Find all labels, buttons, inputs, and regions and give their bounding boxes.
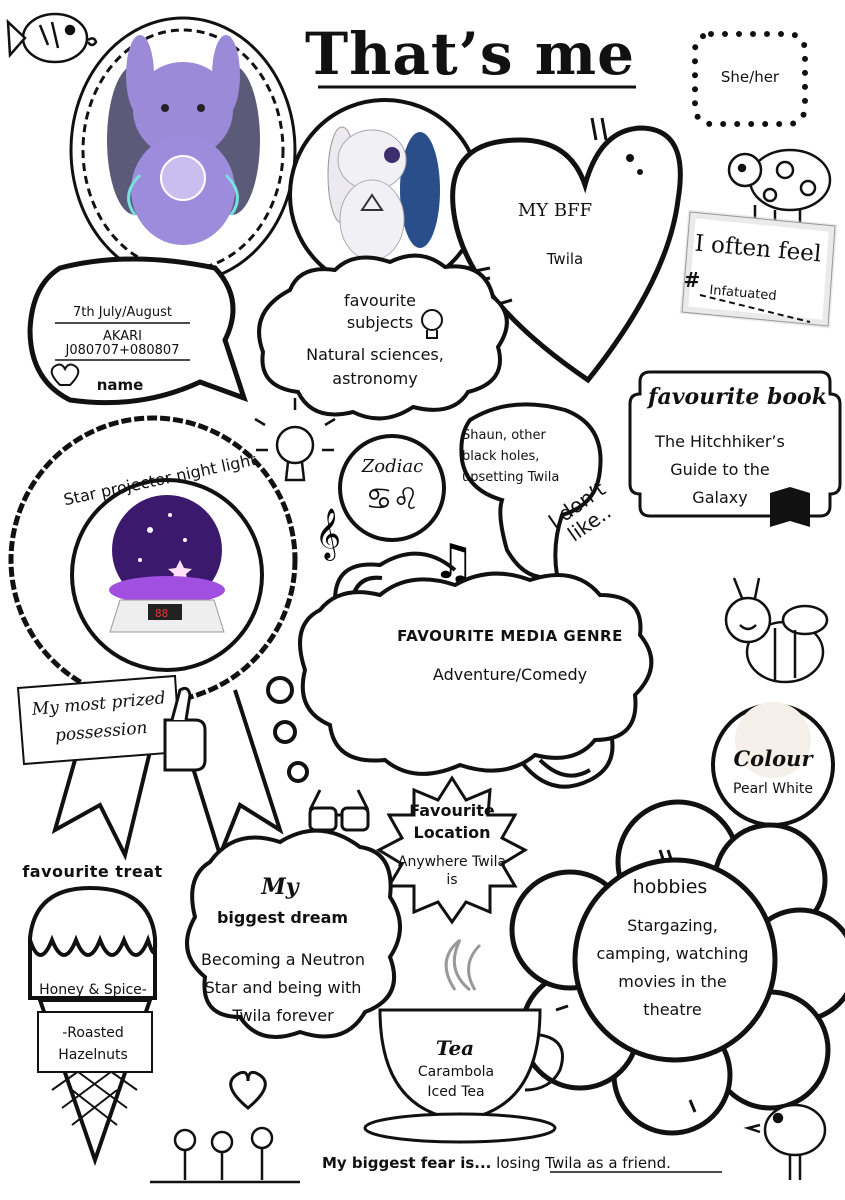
hobbies-flower xyxy=(509,799,845,1136)
fear-label: My biggest fear is... xyxy=(322,1154,492,1172)
subjects-label: favourite subjects xyxy=(344,291,416,332)
bff-label: MY BFF xyxy=(517,200,593,221)
bff-value: Twila xyxy=(546,250,584,268)
name-value-text: AKARI J080707+080807 xyxy=(65,329,180,358)
book-icon xyxy=(770,487,810,527)
fear-line: My biggest fear is... losing Twila as a … xyxy=(322,1154,762,1172)
heart-icon xyxy=(50,363,80,386)
book-value: The Hitchhiker’s Guide to the Galaxy xyxy=(655,432,785,507)
name-label: name xyxy=(96,376,144,394)
tea-label: Tea xyxy=(435,1036,475,1060)
idea-lightbulb-icon xyxy=(254,398,336,482)
dream-label-top: My xyxy=(261,874,299,900)
hobbies-value: Stargazing, camping, watching movies in … xyxy=(596,916,749,1019)
ladybug-icon xyxy=(727,148,832,225)
media-label: FAVOURITE MEDIA GENRE xyxy=(397,627,623,645)
media-cloud xyxy=(298,571,654,776)
svg-text:88: 88 xyxy=(155,607,168,620)
small-heart-icon xyxy=(229,1070,267,1110)
treat-label: favourite treat xyxy=(22,862,163,881)
tea-cup-icon xyxy=(363,938,564,1144)
fear-value: losing Twila as a friend xyxy=(496,1154,667,1172)
colour-value: Pearl White xyxy=(733,781,813,797)
zodiac-label: Zodiac xyxy=(361,456,424,477)
book-label: favourite book xyxy=(648,384,827,410)
bff-heart-shape xyxy=(450,125,683,384)
dislike-thought-shape xyxy=(459,402,603,580)
colour-swatch xyxy=(735,702,811,778)
dream-cloud xyxy=(185,828,402,1039)
name-speech-bubble xyxy=(27,256,248,406)
bee-icon xyxy=(724,577,829,684)
thumbs-up-icon xyxy=(163,686,207,772)
fear-end: . xyxy=(666,1154,671,1172)
ice-cream-icon xyxy=(28,885,158,1167)
ribbon-right xyxy=(173,689,284,861)
pronouns-text: She/her xyxy=(720,68,780,86)
zodiac-symbols: ♋♌ xyxy=(365,482,420,517)
tea-value: Carambola Iced Tea xyxy=(417,1064,495,1100)
star-projector-image: 88 xyxy=(109,495,225,633)
lightbulb-icon xyxy=(421,309,443,339)
white-bunny-plush-image xyxy=(327,126,440,261)
page-title: That’s me xyxy=(304,20,635,88)
sticky-note xyxy=(679,209,838,329)
location-label: Favourite Location xyxy=(409,801,495,842)
dream-label-bottom: biggest dream xyxy=(216,908,349,927)
treat-value-bottom: -Roasted Hazelnuts xyxy=(58,1025,128,1063)
treat-value-top: Honey & Spice- xyxy=(39,982,147,998)
colour-label: Colour xyxy=(733,746,813,771)
pronoun-dotted-frame xyxy=(692,31,808,127)
dislike-value: Shaun, other black holes, upsetting Twil… xyxy=(462,428,560,485)
location-value: Anywhere Twila is xyxy=(397,854,507,888)
purple-bunny-plush-image xyxy=(107,35,260,245)
glasses-icon xyxy=(308,789,370,832)
subjects-value: Natural sciences, astronomy xyxy=(306,345,444,388)
treble-clef-icon: 𝄞 xyxy=(315,508,341,561)
flowers-icon xyxy=(150,1126,300,1184)
media-value: Adventure/Comedy xyxy=(432,665,588,684)
dream-value: Becoming a Neutron Star and being with T… xyxy=(200,950,366,1025)
bird-icon xyxy=(743,1103,827,1180)
subjects-cloud xyxy=(257,253,509,421)
hobbies-label: hobbies xyxy=(632,876,708,898)
fish-icon xyxy=(6,12,98,64)
thought-bubbles xyxy=(266,676,309,783)
feel-hash: # xyxy=(683,268,701,292)
book-frame xyxy=(628,370,842,518)
birthday-text: 7th July/August xyxy=(73,305,172,320)
zodiac-circle xyxy=(338,434,446,542)
location-starburst xyxy=(375,775,529,925)
